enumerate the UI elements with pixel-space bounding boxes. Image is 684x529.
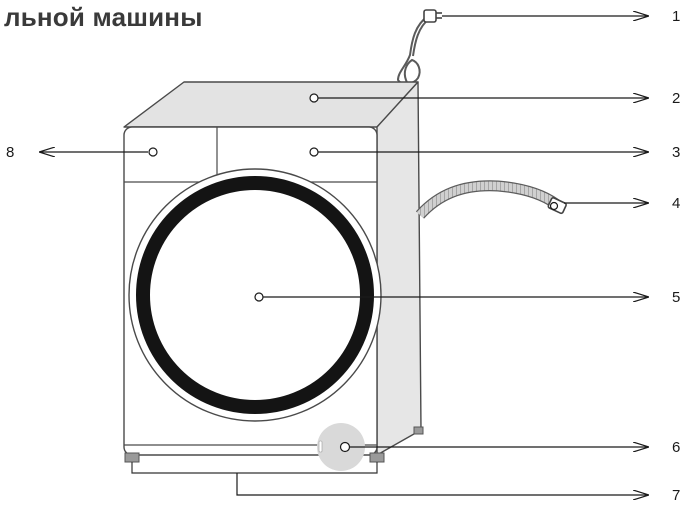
adjustable-feet — [124, 426, 424, 474]
top-panel — [123, 81, 419, 128]
callout-label-4: 4 — [672, 195, 680, 212]
callout-label-6: 6 — [672, 439, 680, 456]
callout-label-7: 7 — [672, 487, 680, 504]
callout-label-3: 3 — [672, 144, 680, 161]
anchor-dots — [148, 93, 559, 453]
callout-label-1: 1 — [672, 8, 680, 25]
callout-lines — [40, 16, 648, 495]
plug-icon — [423, 9, 442, 23]
drain-hose — [415, 180, 567, 219]
leader-7 — [236, 473, 648, 495]
page-title: льной машины — [4, 2, 203, 32]
callout-label-8: 8 — [6, 144, 14, 161]
side-panel — [376, 81, 422, 456]
callout-label-2: 2 — [672, 90, 680, 107]
callout-label-5: 5 — [672, 289, 680, 306]
